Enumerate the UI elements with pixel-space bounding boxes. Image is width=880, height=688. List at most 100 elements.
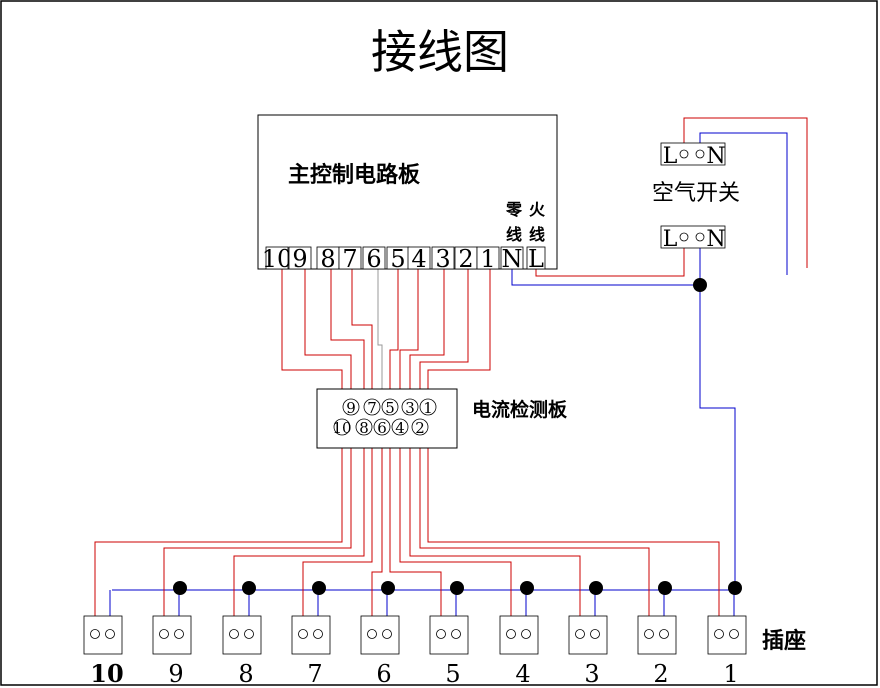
sensor-to-socket-8 — [233, 436, 365, 630]
main-terminal-N-label: N — [502, 245, 523, 273]
socket-3-live-pin — [575, 629, 585, 639]
breaker-top-N-label: N — [706, 144, 725, 169]
sensor-terminal-1 — [419, 398, 437, 416]
neutral-from-board — [511, 269, 700, 286]
sensor-terminal-8 — [355, 418, 373, 436]
neutral-wire-caption: 零线 — [505, 200, 523, 244]
main-board-label: 主控制电路板 — [288, 162, 421, 188]
socket-3-number: 3 — [584, 660, 599, 688]
sensor-terminal-10 — [333, 418, 351, 436]
socket-7 — [291, 615, 331, 655]
junction-bus-9 — [728, 581, 742, 595]
sensor-terminal-4 — [391, 418, 409, 436]
socket-4-number: 4 — [515, 660, 530, 688]
junction-points — [173, 278, 742, 595]
main-terminal-box-L — [526, 246, 546, 270]
socket-5 — [429, 615, 469, 655]
socket-10-neutral-pin — [105, 629, 115, 639]
sensor-terminal-3 — [401, 398, 419, 416]
sensor-to-socket-1 — [427, 436, 720, 630]
socket-4-live-pin — [506, 629, 516, 639]
socket-8 — [222, 615, 262, 655]
sensor-terminal-2 — [411, 418, 429, 436]
sensor-terminal-7-label: 7 — [367, 399, 377, 417]
live-to-board — [535, 248, 685, 277]
main-terminal-box-1 — [476, 246, 500, 270]
socket-2-number: 2 — [653, 660, 668, 688]
socket-1 — [707, 615, 747, 655]
junction-bus-6 — [520, 581, 534, 595]
socket-4 — [499, 615, 539, 655]
sensor-terminal-6 — [373, 418, 391, 436]
sensor-to-socket-7 — [302, 436, 373, 630]
sensor-terminal-4-label: 4 — [395, 419, 405, 437]
sensor-to-socket-5 — [389, 436, 442, 630]
sensor-to-socket-6 — [371, 436, 383, 630]
sensor-board-label: 电流检测板 — [472, 398, 568, 421]
socket-4-neutral-pin — [521, 629, 531, 639]
board-to-sensor-4 — [399, 269, 419, 398]
socket-9-live-pin — [159, 629, 169, 639]
socket-5-live-pin — [436, 629, 446, 639]
sensor-to-socket-10 — [94, 436, 343, 630]
junction-bus-3 — [312, 581, 326, 595]
sensor-terminal-6-label: 6 — [377, 419, 387, 437]
socket-8-number: 8 — [238, 660, 253, 688]
wire-layer — [94, 117, 808, 630]
sensor-to-socket-9 — [163, 436, 352, 630]
socket-10-number: 10 — [90, 659, 123, 688]
main-terminal-box-9 — [288, 246, 312, 270]
junction-bus-2 — [242, 581, 256, 595]
board-to-sensor-10 — [281, 269, 343, 398]
main-terminal-3-label: 3 — [435, 245, 450, 273]
board-to-sensor-8 — [330, 269, 365, 398]
junction-bus-1 — [173, 581, 187, 595]
main-terminal-2-label: 2 — [458, 245, 473, 273]
socket-6-live-pin — [367, 629, 377, 639]
junction-bus-5 — [450, 581, 464, 595]
junction-neutral-main — [693, 278, 707, 292]
breaker-bottom-N-label: N — [706, 227, 725, 252]
main-terminal-8-label: 8 — [320, 245, 335, 273]
breaker-label: 空气开关 — [652, 181, 740, 206]
sensor-terminal-5-label: 5 — [385, 399, 395, 417]
breaker-top-L-label: L — [663, 144, 678, 169]
socket-6-number: 6 — [376, 660, 391, 688]
main-terminal-box-3 — [431, 246, 455, 270]
junction-bus-7 — [589, 581, 603, 595]
sensor-to-socket-4 — [399, 436, 512, 630]
socket-label: 插座 — [762, 628, 806, 654]
main-terminal-box-6 — [362, 246, 386, 270]
main-terminal-4-label: 4 — [411, 245, 426, 273]
socket-9 — [152, 615, 192, 655]
socket-5-number: 5 — [445, 660, 460, 688]
sensor-terminal-8-label: 8 — [359, 419, 369, 437]
junction-bus-8 — [658, 581, 672, 595]
main-terminal-10-label: 10 — [262, 245, 293, 273]
main-terminal-5-label: 5 — [390, 245, 405, 273]
socket-10-live-pin — [90, 629, 100, 639]
sensor-terminal-9 — [342, 398, 360, 416]
socket-9-neutral-pin — [174, 629, 184, 639]
board-to-sensor-5 — [389, 269, 399, 398]
socket-2-live-pin — [644, 629, 654, 639]
sensor-board-box — [316, 388, 458, 449]
socket-3-neutral-pin — [590, 629, 600, 639]
socket-6-neutral-pin — [382, 629, 392, 639]
socket-7-live-pin — [298, 629, 308, 639]
main-board-box — [257, 114, 558, 270]
board-to-sensor-7 — [351, 269, 373, 398]
main-terminal-box-4 — [407, 246, 431, 270]
socket-7-neutral-pin — [313, 629, 323, 639]
main-terminal-7-label: 7 — [342, 245, 357, 273]
socket-10 — [83, 615, 123, 655]
junction-bus-4 — [381, 581, 395, 595]
main-terminal-9-label: 9 — [292, 245, 307, 273]
live-wire-caption: 火线 — [529, 200, 546, 244]
sensor-terminal-10-label: 10 — [332, 419, 351, 437]
